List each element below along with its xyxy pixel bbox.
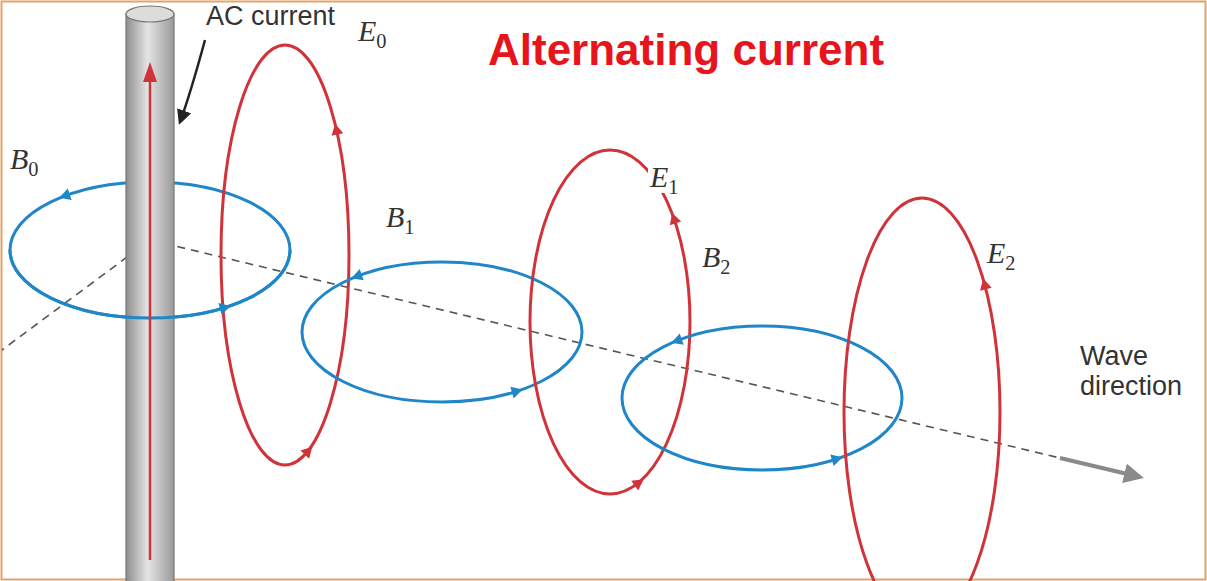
field-arrowhead: [671, 333, 683, 344]
field-arrowhead: [300, 447, 312, 459]
field-arrowhead: [351, 269, 363, 280]
magnetic-field-loop: [302, 262, 582, 402]
field-arrowhead: [218, 303, 230, 315]
field-symbol: B1: [384, 200, 417, 233]
wave-direction-arrow: [1060, 458, 1140, 477]
electric-field-loop: [530, 150, 690, 494]
field-arrowhead: [332, 124, 344, 136]
field-arrowhead: [59, 189, 71, 200]
field-symbol: B0: [8, 142, 41, 175]
field-arrowhead: [980, 279, 992, 291]
electric-field-loop: [844, 198, 1000, 581]
current-arrow: [149, 78, 152, 560]
direction-label: Wave direction: [1080, 342, 1200, 401]
field-symbol: E1: [648, 160, 681, 193]
leader-line: [180, 40, 205, 122]
field-arrowhead: [631, 479, 643, 490]
title: Alternating current: [488, 26, 884, 74]
current-arrowhead: [143, 62, 157, 82]
field-arrowhead: [830, 455, 842, 467]
field-arrowhead: [510, 387, 522, 399]
field-symbol: E0: [356, 14, 389, 47]
magnetic-field-loop: [622, 326, 902, 470]
field-symbol: E2: [985, 236, 1018, 269]
field-arrowhead: [670, 213, 681, 225]
electric-field-loop: [221, 45, 349, 465]
wire-label: AC current: [206, 2, 335, 32]
wire-conductor: [126, 6, 174, 581]
field-symbol: B2: [700, 240, 733, 273]
